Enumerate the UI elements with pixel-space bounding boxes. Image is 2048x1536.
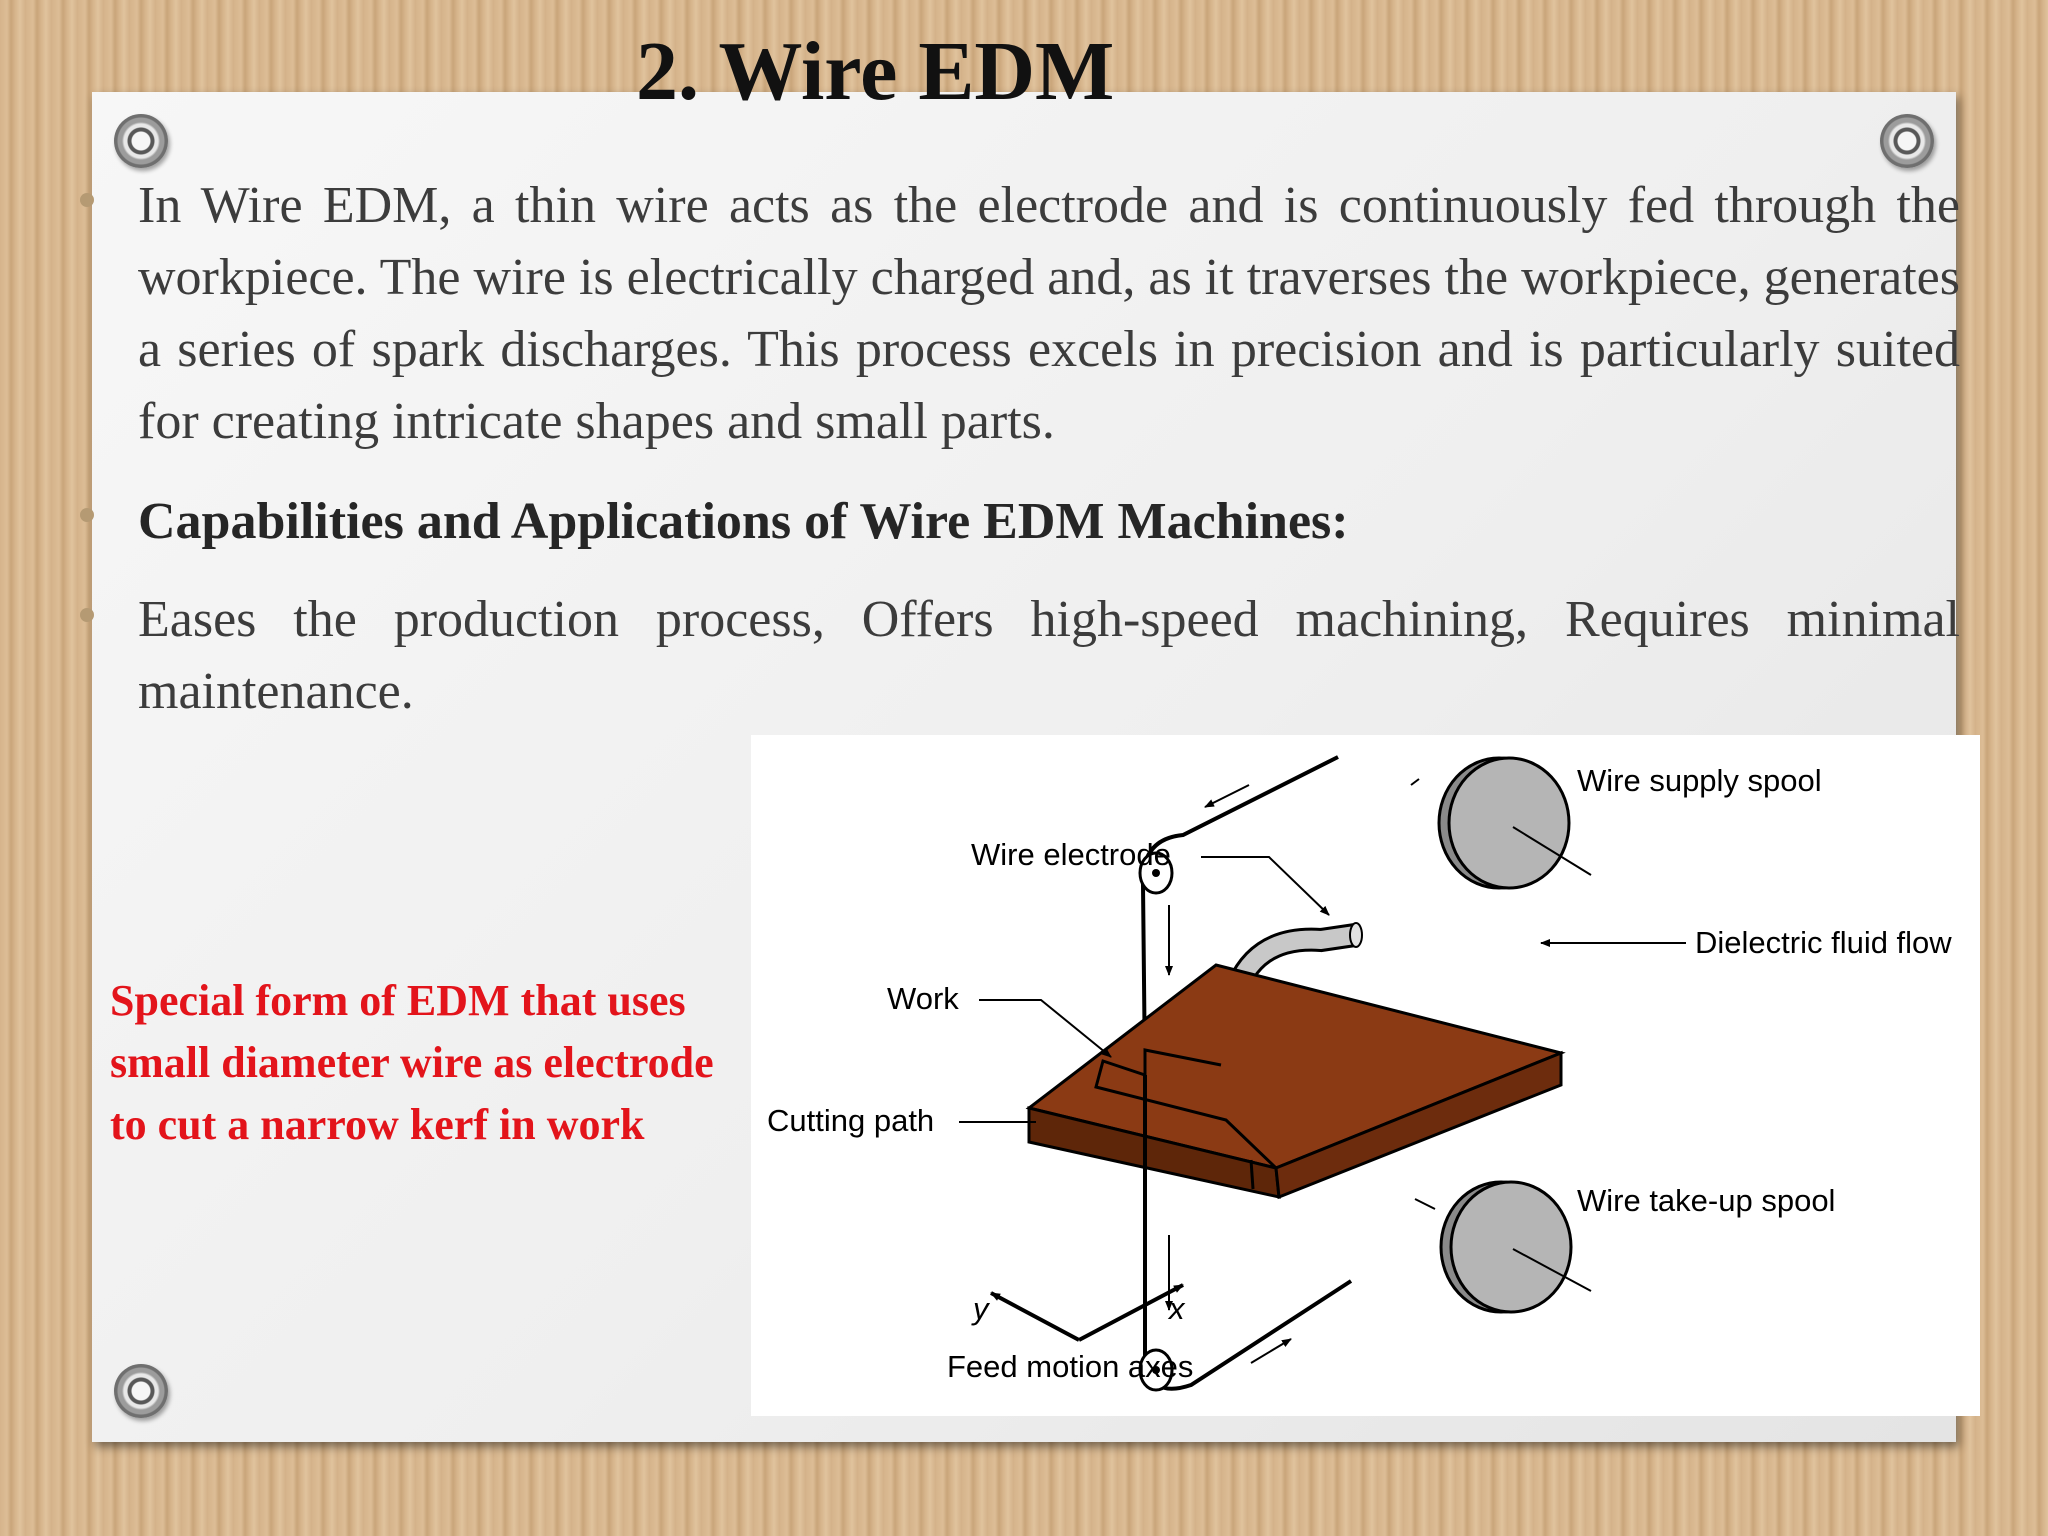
axis-x-arrow [1078,1283,1184,1342]
wire-supply-spool-icon [1437,756,1592,890]
workpiece-block [1025,963,1566,1200]
work-label: Work [887,981,959,1016]
takeup-tick [1414,1198,1436,1210]
bottom-left-grommet-icon [114,1364,168,1418]
wire-electrode-label: Wire electrode [971,837,1171,872]
wire-edm-diagram-svg: Wire supply spool Wire electrode Dielect… [767,755,1952,1392]
feed-motion-axes-label: Feed motion axes [947,1349,1193,1384]
bullet-icon [80,508,94,522]
slide-title: 2. Wire EDM [636,25,1115,118]
capabilities-heading: Capabilities and Applications of Wire ED… [138,493,1349,550]
upper-wire-tick [1410,778,1420,786]
lower-wire-feed-arrow [1250,1338,1292,1364]
axis-y-label: y [971,1291,991,1326]
wire-takeup-spool-icon [1439,1180,1592,1314]
upper-guide-pulley-icon [1138,851,1174,895]
bullet-icon [80,193,94,207]
wire-edm-definition-note: Special form of EDM that uses small diam… [110,976,714,1149]
axis-x-label: x [1167,1291,1186,1326]
top-left-grommet-icon [114,114,168,168]
cutting-path-label: Cutting path [767,1103,934,1138]
cutting-path-kerf [1094,1048,1278,1170]
wire-supply-spool-label: Wire supply spool [1577,763,1822,798]
wire-takeup-spool-label: Wire take-up spool [1577,1183,1835,1218]
axis-y-arrow [990,1291,1080,1342]
lower-guide-pulley-icon [1138,1348,1174,1392]
upper-wire-feed-arrow [1204,784,1250,808]
wire-edm-diagram: Wire supply spool Wire electrode Dielect… [751,735,1980,1416]
top-right-grommet-icon [1880,114,1934,168]
intro-paragraph: In Wire EDM, a thin wire acts as the ele… [138,177,1960,450]
wire-electrode-leader [1201,856,1330,916]
work-leader [979,999,1112,1058]
dielectric-fluid-flow-label: Dielectric fluid flow [1695,925,1952,960]
capabilities-paragraph: Eases the production process, Offers hig… [138,591,1960,720]
bullet-icon [80,608,94,622]
